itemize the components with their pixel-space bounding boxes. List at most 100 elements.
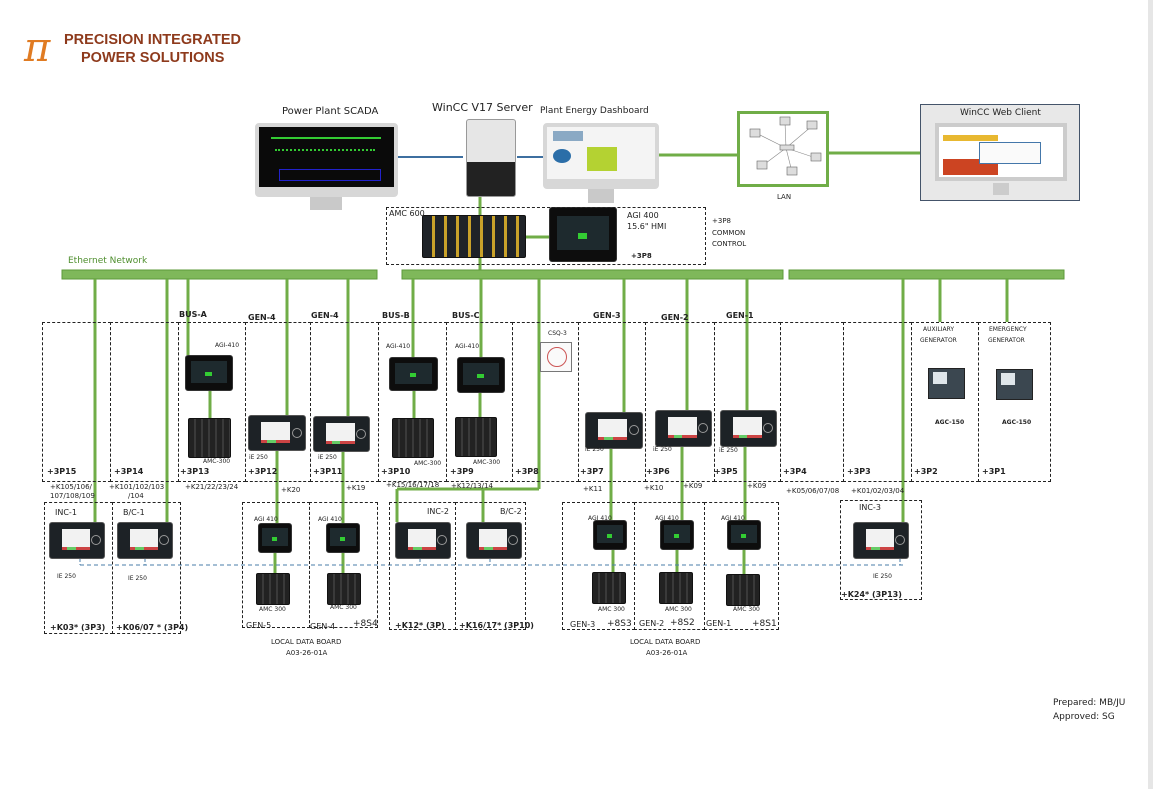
csq3-selector-icon xyxy=(540,342,572,372)
board-label: +8S3 xyxy=(607,619,632,629)
agc150-controller xyxy=(996,369,1033,400)
panel-label: +3P1 xyxy=(982,467,1006,476)
agi410-hmi xyxy=(593,520,627,550)
panel-tag: +K03* (3P3) xyxy=(50,623,106,632)
feeder-label: B/C-2 xyxy=(500,507,522,516)
panel-3p3 xyxy=(843,322,912,482)
cable-ref: +K20 xyxy=(281,486,301,494)
bc1-box xyxy=(112,502,181,634)
section-header: BUS-A xyxy=(179,310,207,319)
amc300-label: AMC 300 xyxy=(330,604,357,611)
agi410-hmi xyxy=(326,523,360,553)
cable-ref: +K09 xyxy=(747,482,767,490)
ie250-controller xyxy=(655,410,712,447)
ie250-controller xyxy=(853,522,909,559)
section-header: BUS-C xyxy=(452,311,480,320)
generator-label: GEN-3 xyxy=(570,620,596,629)
agi410-label: AGI 410 xyxy=(318,516,342,523)
amc300-label: AMC-300 xyxy=(203,458,231,465)
agi410-label: AGI 410 xyxy=(721,515,745,522)
ie250-label: iE 250 xyxy=(719,447,738,454)
amc600-controller xyxy=(422,215,526,258)
panel-3p2 xyxy=(911,322,979,482)
ie250-controller xyxy=(720,410,777,447)
amc300-controller xyxy=(726,574,760,606)
agi410-label: AGI-410 xyxy=(215,342,240,349)
gen4-box xyxy=(309,502,378,628)
cable-ref: +K10 xyxy=(644,484,664,492)
agi410-hmi xyxy=(457,357,505,393)
p8-tag: +3P8 xyxy=(631,252,652,260)
scada-monitor-stand xyxy=(310,197,342,210)
cable-ref: +K05/06/07/08 xyxy=(786,487,840,495)
panel-3p6 xyxy=(645,322,715,482)
ie250-label: IE 250 xyxy=(128,575,147,582)
cable-ref: +K11 xyxy=(583,485,603,493)
panel-label: +3P3 xyxy=(847,467,871,476)
ethernet-bus-segment-3 xyxy=(788,269,1065,280)
panel-tag: +K12* (3P) xyxy=(395,621,445,630)
prepared-by: Prepared: MB/JU xyxy=(1053,698,1126,708)
common-control-box xyxy=(386,207,706,265)
local-data-board-id: A03-26-01A xyxy=(646,649,688,657)
panel-tag: +K06/07 * (3P4) xyxy=(116,623,189,632)
cable-ref: 107/108/109 xyxy=(50,492,95,500)
emergency-generator-label: EMERGENCY xyxy=(989,326,1027,333)
generator-label: GEN-5 xyxy=(246,621,272,630)
amc300-controller xyxy=(256,573,290,605)
ethernet-network-label: Ethernet Network xyxy=(68,256,148,266)
server-tower-icon xyxy=(466,119,516,197)
panel-label: +3P10 xyxy=(381,467,411,476)
cable-ref: +K01/02/03/04 xyxy=(851,487,905,495)
scrollbar[interactable] xyxy=(1148,0,1153,789)
panel-tag: +K16/17* (3P10) xyxy=(459,621,534,630)
amc300-label: AMC 300 xyxy=(259,606,286,613)
local-data-board-id: A03-26-01A xyxy=(286,649,328,657)
amc300-controller xyxy=(455,417,497,457)
ie250-controller xyxy=(395,522,451,559)
feeder-label: INC-2 xyxy=(427,507,449,516)
panel-label: +3P5 xyxy=(714,467,738,476)
panel-label: +3P4 xyxy=(783,467,807,476)
board-label: +8S2 xyxy=(670,618,695,628)
ethernet-bus-segment-1 xyxy=(61,269,378,280)
agi410-label: AGI-410 xyxy=(455,343,480,350)
ethernet-bus-segment-2 xyxy=(401,269,784,280)
agi410-hmi xyxy=(258,523,292,553)
panel-label: +3P6 xyxy=(646,467,670,476)
amc300-label: AMC-300 xyxy=(473,459,501,466)
dashboard-label: Plant Energy Dashboard xyxy=(540,106,649,116)
panel-3p4 xyxy=(780,322,844,482)
panel-label: +3P12 xyxy=(248,467,278,476)
generator-label: GEN-1 xyxy=(706,619,732,628)
panel-3p5 xyxy=(714,322,781,482)
server-label: WinCC V17 Server xyxy=(432,101,533,114)
cable-ref: /104 xyxy=(128,492,144,500)
agi400-label: AGI 400 xyxy=(627,211,659,220)
ie250-controller xyxy=(49,522,105,559)
agi410-hmi xyxy=(660,520,694,550)
ie250-controller xyxy=(585,412,643,449)
scada-monitor xyxy=(255,123,398,197)
agc150-controller xyxy=(928,368,965,399)
cable-ref: +K12/13/14 xyxy=(451,482,493,490)
agi400-size-label: 15.6" HMI xyxy=(627,222,667,231)
gen1-box xyxy=(704,502,779,630)
auxiliary-generator-label: GENERATOR xyxy=(920,337,957,344)
panel-label: +3P2 xyxy=(914,467,938,476)
lan-box xyxy=(737,111,829,187)
ie250-label: IE 250 xyxy=(873,573,892,580)
common-control-label: CONTROL xyxy=(712,240,747,248)
section-header: GEN-4 xyxy=(311,311,339,320)
panel-label: +3P7 xyxy=(580,467,604,476)
ie250-controller xyxy=(466,522,522,559)
dashboard-monitor xyxy=(543,123,659,189)
auxiliary-generator-label: AUXILIARY xyxy=(923,326,955,333)
lan-label: LAN xyxy=(777,193,792,201)
agi410-label: AGI 410 xyxy=(655,515,679,522)
amc300-controller xyxy=(188,418,231,458)
cable-ref: +K21/22/23/24 xyxy=(185,483,239,491)
feeder-label: B/C-1 xyxy=(123,508,145,517)
agc150-label: AGC-150 xyxy=(1002,419,1032,426)
